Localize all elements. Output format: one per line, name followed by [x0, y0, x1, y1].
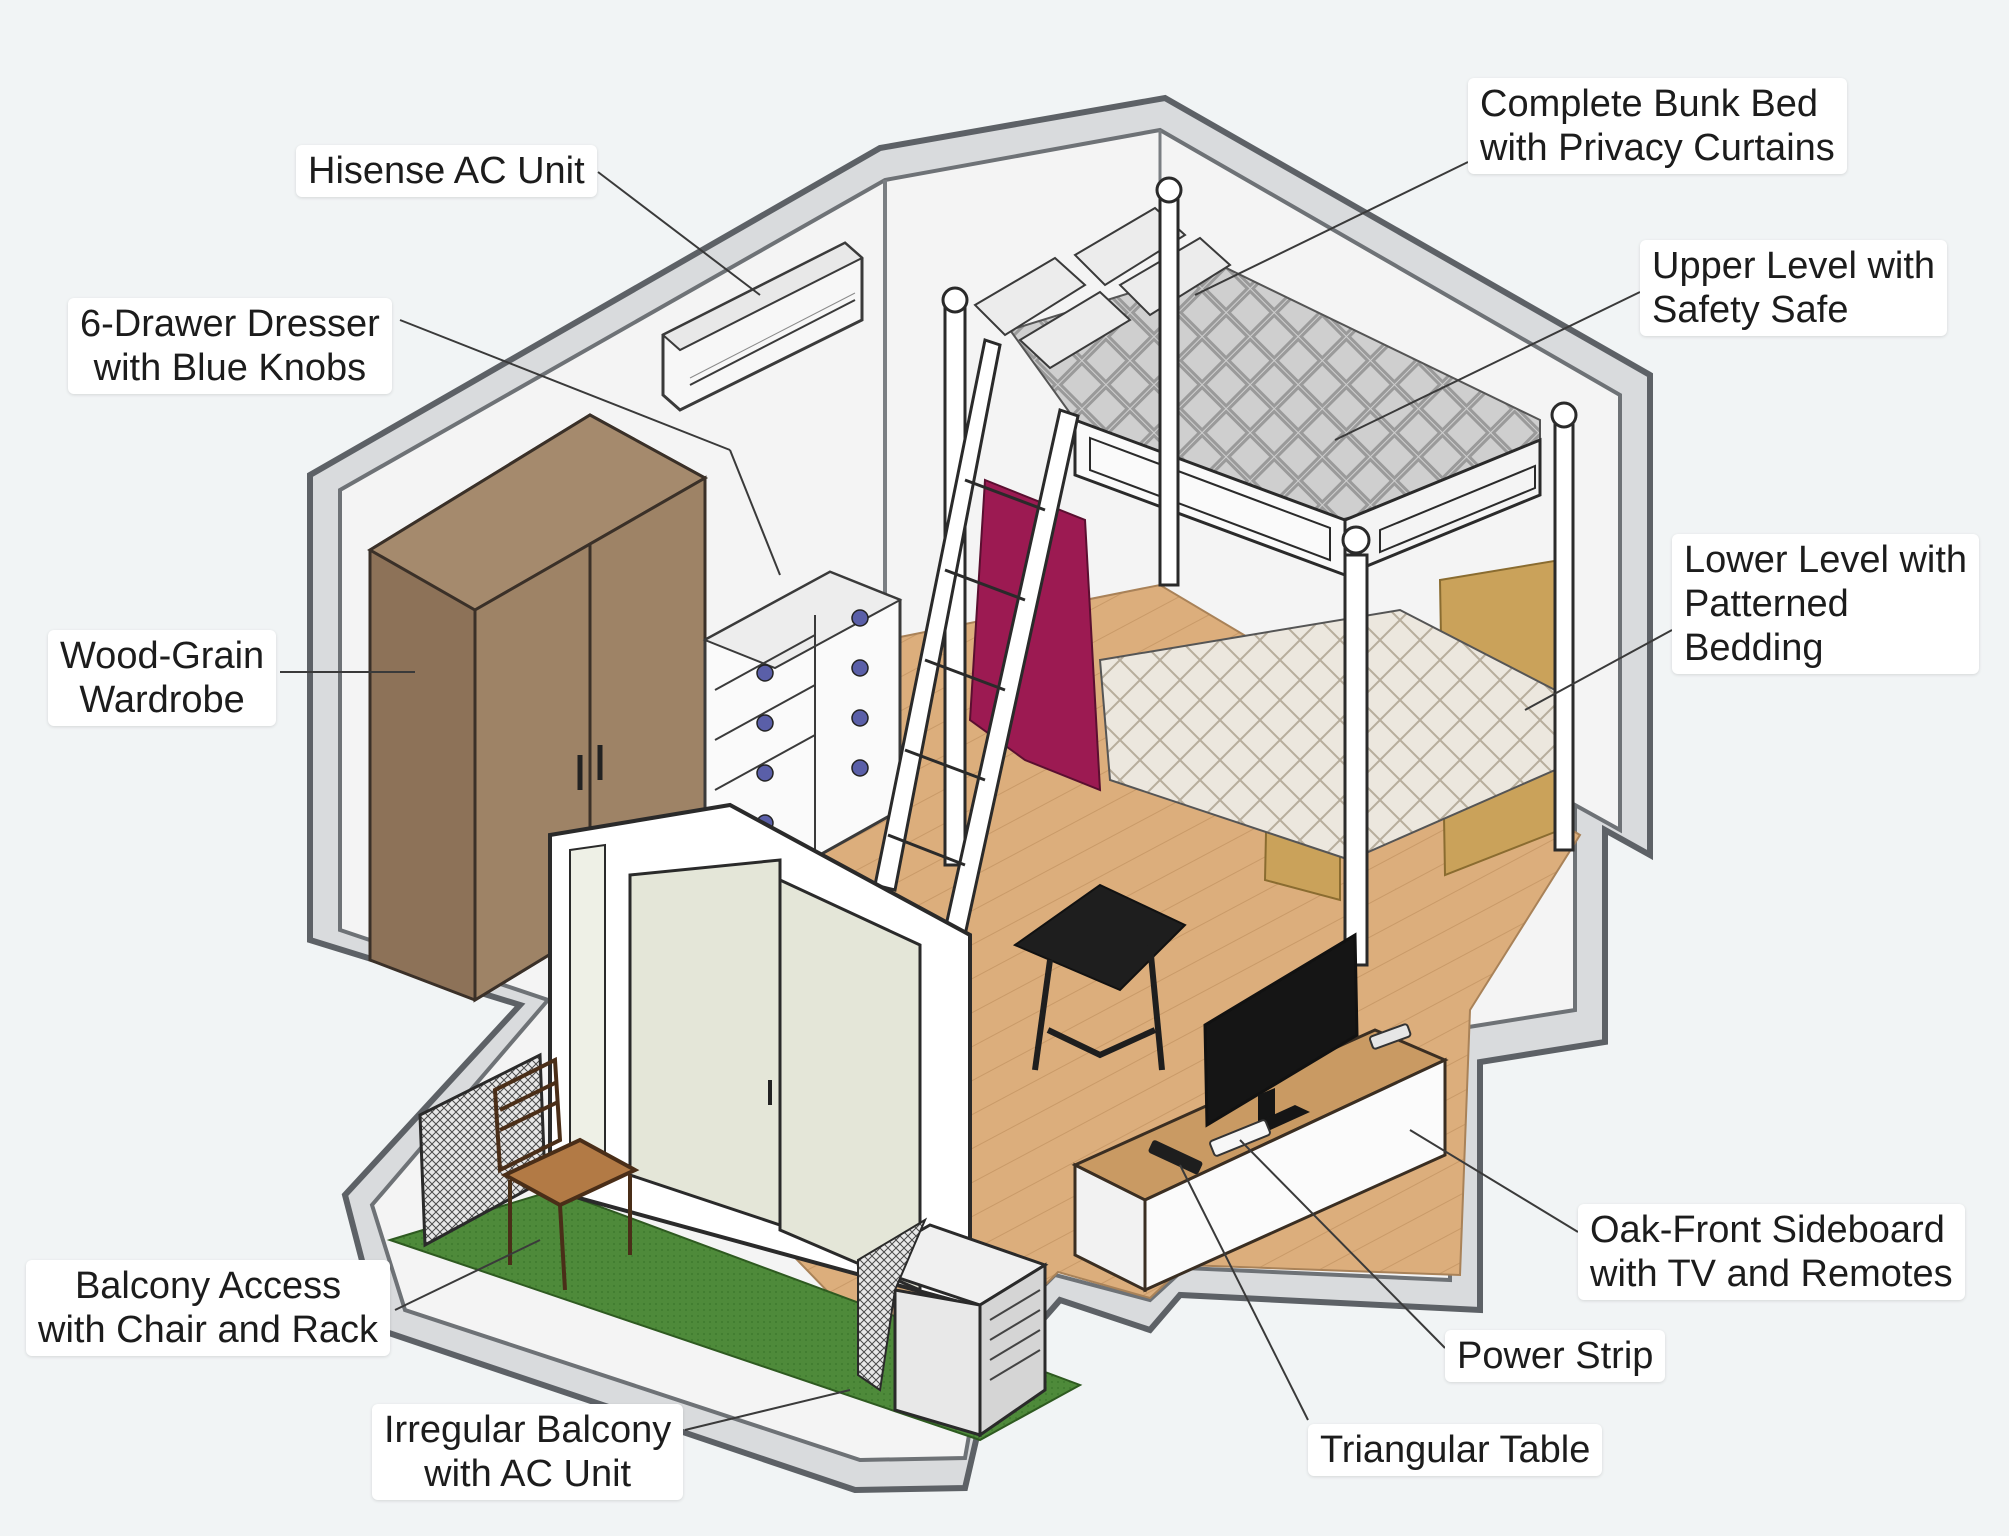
label-hisense-ac-unit: Hisense AC Unit [296, 145, 597, 197]
label-sideboard: Oak-Front Sideboard with TV and Remotes [1578, 1204, 1965, 1300]
label-balcony-access: Balcony Access with Chair and Rack [26, 1260, 391, 1356]
triangular-table [1012, 883, 1187, 1071]
label-upper-level: Upper Level with Safety Safe [1640, 240, 1948, 336]
label-power-strip: Power Strip [1445, 1330, 1666, 1382]
label-irregular-balcony: Irregular Balcony with AC Unit [372, 1404, 684, 1500]
wall-ac-unit [661, 241, 864, 412]
ladder [873, 338, 1080, 937]
label-lower-level: Lower Level with Patterned Bedding [1672, 534, 1980, 674]
label-triangular-table: Triangular Table [1308, 1424, 1603, 1476]
bunk-bed [873, 176, 1578, 967]
sliding-door [548, 802, 972, 1308]
leader-lines [280, 161, 1673, 1431]
balcony-chair [492, 1056, 640, 1291]
outdoor-ac-unit [856, 1217, 1049, 1438]
label-bunk-bed: Complete Bunk Bed with Privacy Curtains [1468, 78, 1847, 174]
tv [1148, 932, 1412, 1175]
label-wardrobe: Wood-Grain Wardrobe [48, 630, 277, 726]
label-dresser: 6-Drawer Dresser with Blue Knobs [68, 298, 392, 394]
